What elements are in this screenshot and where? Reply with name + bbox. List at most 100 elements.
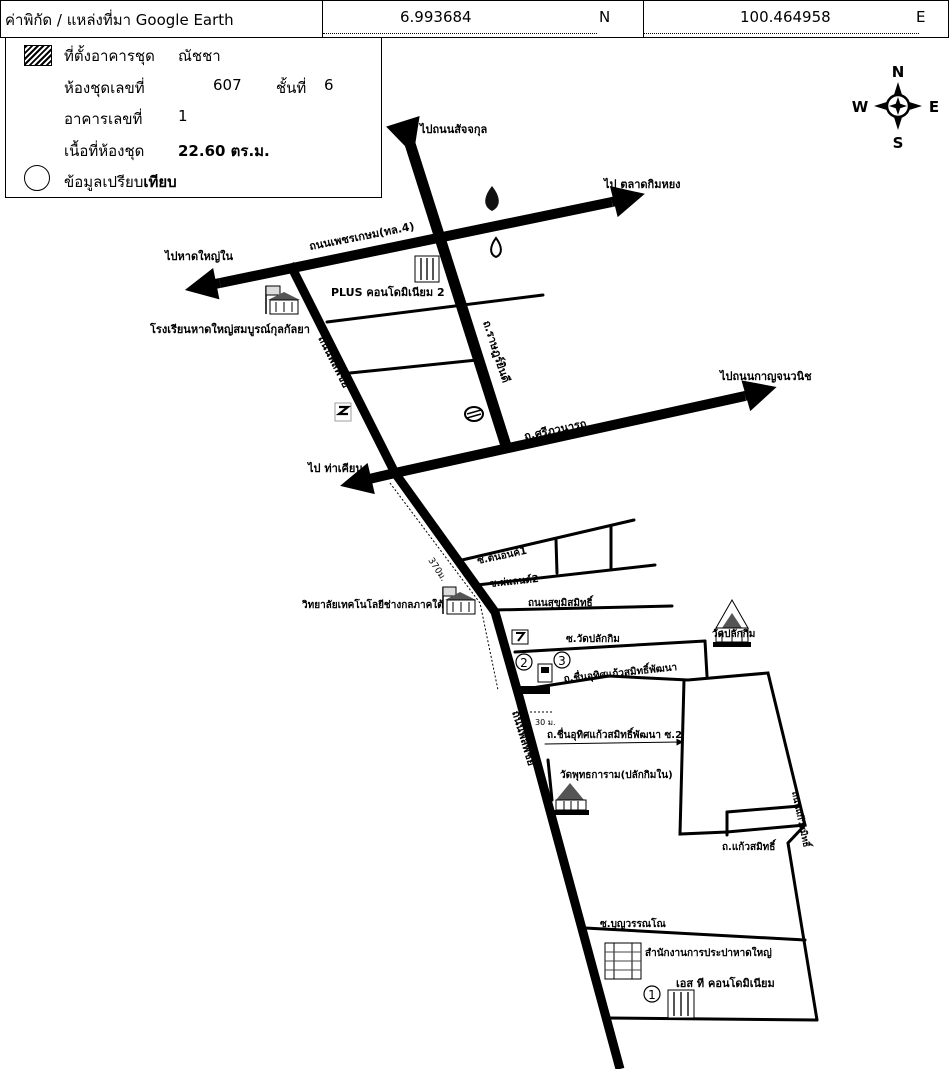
temple-phutta-icon	[553, 783, 589, 815]
floor-label: ชั้นที่	[276, 79, 307, 97]
label-kaewsamit-road: ถนนแก้วสมิทธิ์	[789, 790, 814, 850]
longitude-cell: 100.464958 E	[644, 1, 948, 37]
phetkasem-east-arrow	[609, 186, 645, 218]
building-name: ณัชชา	[178, 47, 221, 65]
label-es-condo: เอส ที คอนโดมิเนียม	[676, 976, 775, 990]
label-soi-bunyawan: ซ.บุญวรรณโณ	[600, 917, 666, 930]
label-kaewsamit: ถ.แก้วสมิทธิ์	[722, 839, 777, 853]
coord-source-label: ค่าพิกัด / แหล่งที่มา Google Earth	[5, 11, 234, 29]
es-condo-building-icon	[667, 989, 695, 1019]
label-sukhumvit: ถนนสุขุมิสมิทธิ์	[528, 595, 594, 609]
label-to-hatyainai: ไปหาดใหญ่ใน	[163, 249, 233, 263]
soi-bunyawan-road	[583, 926, 807, 942]
sriphuwanart-west-arrow	[340, 462, 397, 495]
chuan-loop-road	[517, 671, 807, 836]
distance-markers	[389, 482, 553, 713]
coord-source-cell: ค่าพิกัด / แหล่งที่มา Google Earth	[1, 1, 323, 37]
building-no-value: 1	[178, 107, 188, 125]
compass-w: W	[852, 98, 869, 116]
label-water-office: สำนักงานการประปาหาดใหญ่	[645, 946, 772, 959]
latitude-underline	[323, 33, 597, 34]
rajyindee-road	[386, 115, 514, 454]
school-icon	[265, 285, 300, 315]
loop-inner-link-b	[725, 804, 802, 814]
suzuki-logo-icon	[334, 402, 352, 422]
label-chuan-road: ถ.ชื่นอุทิศแก้วสมิทธิ์พัฒนา	[563, 659, 678, 685]
unit-no-label: ห้องชุดเลขที่	[64, 79, 145, 97]
label-chuan-soi2: ถ.ชื่นอุทิศแก้วสมิทธิ์พัฒนา ซ.2	[547, 727, 682, 741]
compass-rose-icon: N S W E	[852, 63, 939, 152]
label-distance-370: 370ม.	[425, 556, 448, 583]
sukhumvit-road	[493, 604, 674, 612]
phetkasem-west-arrow	[184, 268, 221, 300]
coordinate-header: ค่าพิกัด / แหล่งที่มา Google Earth 6.993…	[0, 0, 949, 38]
comparable-circle-icon	[24, 165, 50, 191]
major-roads	[184, 115, 777, 1069]
water-office-building-icon	[604, 942, 642, 980]
longitude-direction: E	[916, 8, 926, 26]
soi-plakim-link	[703, 639, 709, 678]
legend-box: ที่ตั้งอาคารชุด ณัชชา ห้องชุดเลขที่ 607 …	[5, 38, 382, 198]
sriphuwanart-east-arrow	[741, 380, 777, 412]
south-road	[606, 1016, 819, 1022]
marker-2-label: 2	[520, 656, 528, 670]
soi-plakim-road	[513, 639, 707, 654]
plus-condo-building-icon	[414, 255, 440, 283]
label-soi-phaen2: ซ.ผ่แลนด์2	[489, 573, 539, 590]
marker-1-label: 1	[648, 988, 656, 1002]
compass-e: E	[929, 98, 939, 116]
marker-3-label: 3	[558, 654, 566, 668]
hatched-swatch-icon	[24, 45, 52, 66]
building-location-label: ที่ตั้งอาคารชุด	[64, 47, 155, 65]
soi-ton1-link-a	[554, 538, 559, 575]
college-icon	[442, 586, 476, 615]
comparable-label-text: ข้อมูลเปรียบ	[64, 173, 144, 191]
area-value: 22.60 ตร.ม.	[178, 142, 270, 160]
label-to-sajjakul: ไปถนนสัจจกุล	[418, 122, 487, 137]
label-wat-phutta: วัดพุทธการาม(ปลักกิมใน)	[560, 768, 673, 781]
bank-logo-icon	[485, 186, 499, 211]
chuan-soi2-road	[544, 738, 684, 746]
lopburi-road	[285, 261, 625, 1069]
unit-no-value: 607	[213, 76, 242, 94]
label-soi-ton1: ซ.ต้นอนค์1	[476, 545, 528, 567]
temple-plakim-icon	[713, 598, 751, 647]
distance-370-line	[389, 482, 499, 691]
comparable-label: ข้อมูลเปรียบเทียบ	[64, 170, 177, 194]
longitude-value: 100.464958	[740, 8, 831, 26]
label-plus-condo: PLUS คอนโดมิเนียม 2	[331, 285, 445, 299]
comparable-marker-3-icon: 3	[553, 651, 571, 669]
compass-s: S	[893, 134, 904, 152]
building-no-label: อาคารเลขที่	[64, 110, 143, 128]
label-school: โรงเรียนหาดใหญ่สมบูรณ์กุลกัลยา	[149, 322, 310, 337]
wat-phutta-link	[546, 758, 554, 802]
comparable-marker-2-icon: 2	[515, 653, 533, 671]
comparable-label-bold: เทียบ	[143, 173, 177, 191]
compass-n: N	[892, 63, 905, 81]
kaewsamit-road	[786, 823, 819, 1022]
minor-roads	[325, 293, 819, 1022]
car-brand-logo-icon	[464, 406, 484, 422]
latitude-direction: N	[599, 8, 611, 26]
label-wat-plakim: วัดปลักกิม	[712, 628, 755, 640]
longitude-underline	[644, 33, 919, 34]
soi-phaen2-road	[475, 563, 657, 587]
phetkasem-road-east	[218, 197, 614, 288]
label-to-thatian: ไป ท่าเคียน	[306, 461, 363, 475]
floor-value: 6	[324, 76, 334, 94]
latitude-cell: 6.993684 N	[323, 1, 644, 37]
area-label: เนื้อที่ห้องชุด	[64, 142, 145, 160]
label-to-kanjanavanich: ไปถนนกาญจนวนิช	[718, 369, 812, 383]
minor-road-1	[325, 293, 545, 324]
landmarks: 2 3 1	[265, 186, 751, 1019]
label-to-kimyong: ไป ตลาดกิมหยง	[602, 177, 681, 191]
label-soi-plakim: ซ.วัดปลักกิม	[566, 633, 620, 645]
soi-ton1-road	[460, 518, 636, 562]
sriphuwanart-road	[393, 391, 747, 478]
label-college: วิทยาลัยเทคโนโลยีช่างกลภาคใต้	[302, 598, 444, 611]
latitude-value: 6.993684	[400, 8, 472, 26]
label-distance-30: 30 ม.	[535, 718, 556, 727]
comparable-marker-1-icon: 1	[643, 985, 661, 1003]
minor-road-2	[348, 358, 479, 375]
